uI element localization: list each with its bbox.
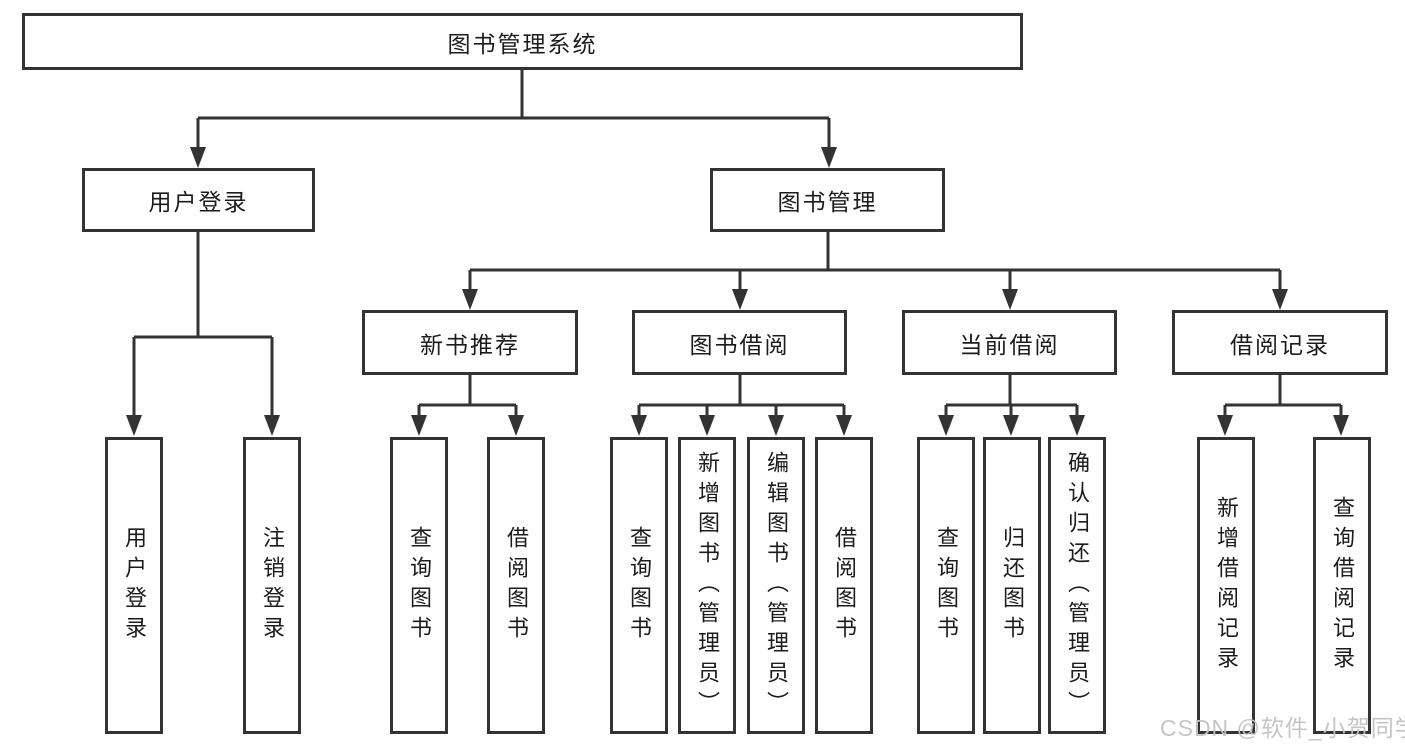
node-user-login: 用户登录 bbox=[82, 168, 315, 232]
leaf-query-books-current: 查询图书 bbox=[917, 437, 975, 734]
leaf-borrow-books-recommend: 借阅图书 bbox=[487, 437, 545, 734]
leaf-user-login: 用户登录 bbox=[105, 437, 163, 734]
leaf-logout: 注销登录 bbox=[243, 437, 301, 734]
leaf-query-books-borrow: 查询图书 bbox=[610, 437, 668, 734]
leaf-query-borrow-record: 查询借阅记录 bbox=[1313, 437, 1371, 734]
node-current-borrow: 当前借阅 bbox=[902, 310, 1117, 375]
node-book-borrow: 图书借阅 bbox=[632, 310, 847, 375]
leaf-confirm-return-admin: 确认归还（管理员） bbox=[1048, 437, 1106, 734]
node-borrow-records: 借阅记录 bbox=[1172, 310, 1388, 375]
node-new-book-recommend: 新书推荐 bbox=[362, 310, 578, 375]
leaf-borrow-books: 借阅图书 bbox=[815, 437, 873, 734]
leaf-edit-books-admin: 编辑图书（管理员） bbox=[747, 437, 805, 734]
leaf-query-books-recommend: 查询图书 bbox=[390, 437, 448, 734]
node-root: 图书管理系统 bbox=[22, 13, 1023, 70]
leaf-add-books-admin: 新增图书（管理员） bbox=[678, 437, 736, 734]
csdn-watermark: CSDN @软件_小贺同学 bbox=[1160, 715, 1405, 741]
node-book-management: 图书管理 bbox=[710, 168, 945, 232]
leaf-add-borrow-record: 新增借阅记录 bbox=[1197, 437, 1255, 734]
leaf-return-books: 归还图书 bbox=[983, 437, 1041, 734]
